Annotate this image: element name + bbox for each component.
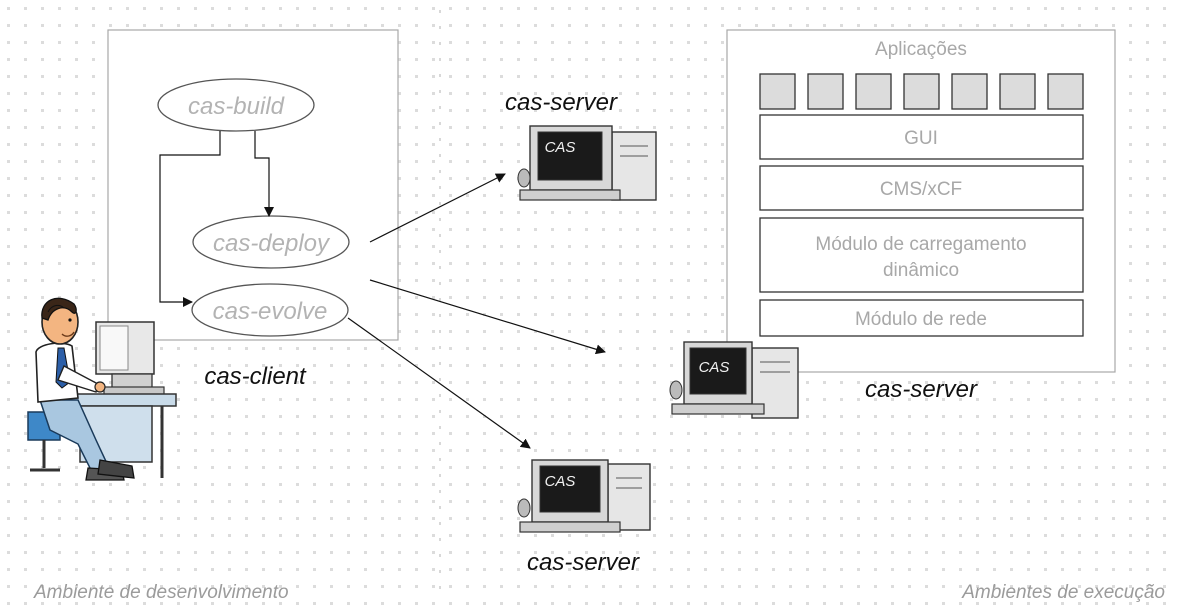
cas-deploy-label: cas-deploy bbox=[213, 230, 331, 257]
cas-server-label-2: cas-server bbox=[865, 376, 978, 403]
cas-evolve-node: cas-evolve bbox=[191, 283, 349, 337]
cas-server-computer-2: CAS bbox=[669, 341, 799, 419]
developer-illustration bbox=[27, 297, 177, 481]
deploy-to-server2-arrow bbox=[369, 279, 606, 355]
application-slots bbox=[759, 73, 1084, 110]
exec-environment-label: Ambientes de execução bbox=[961, 582, 1165, 603]
cas-server-label-3: cas-server bbox=[527, 549, 640, 576]
app-slot bbox=[807, 73, 844, 110]
build-to-deploy-arrow bbox=[254, 131, 274, 217]
cas-server-computer-3: CAS bbox=[517, 459, 651, 533]
cas-server-computer-1: CAS bbox=[517, 125, 657, 201]
network-module-layer: Módulo de rede bbox=[759, 299, 1084, 337]
cas-client-label: cas-client bbox=[204, 363, 307, 390]
build-to-evolve-arrow bbox=[159, 131, 221, 307]
gui-layer: GUI bbox=[759, 114, 1084, 160]
app-slot bbox=[759, 73, 796, 110]
server-1-screen-text: CAS bbox=[545, 139, 576, 156]
cms-xcf-layer: CMS/xCF bbox=[759, 165, 1084, 211]
cas-deploy-node: cas-deploy bbox=[192, 215, 350, 269]
cas-build-label: cas-build bbox=[188, 93, 285, 120]
app-slot bbox=[951, 73, 988, 110]
dev-environment-label: Ambiente de desenvolvimento bbox=[33, 582, 289, 603]
server-2-screen-text: CAS bbox=[699, 359, 730, 376]
app-slot bbox=[999, 73, 1036, 110]
cas-build-ellipse bbox=[157, 78, 315, 132]
gui-layer-label: GUI bbox=[904, 128, 938, 149]
cas-evolve-ellipse bbox=[191, 283, 349, 337]
server-3-screen-text: CAS bbox=[545, 473, 576, 490]
app-slot bbox=[903, 73, 940, 110]
app-slot bbox=[1047, 73, 1084, 110]
cas-server-label-1: cas-server bbox=[505, 89, 618, 116]
cas-evolve-label: cas-evolve bbox=[213, 298, 328, 325]
applications-title: Aplicações bbox=[875, 39, 967, 60]
app-slot bbox=[855, 73, 892, 110]
cms-xcf-layer-label: CMS/xCF bbox=[880, 179, 962, 200]
developer-desk bbox=[67, 393, 177, 407]
network-module-label: Módulo de rede bbox=[855, 309, 987, 330]
evolve-to-server3-arrow bbox=[347, 317, 531, 449]
cas-build-node: cas-build bbox=[157, 78, 315, 132]
deploy-to-server1-arrow bbox=[369, 173, 506, 243]
